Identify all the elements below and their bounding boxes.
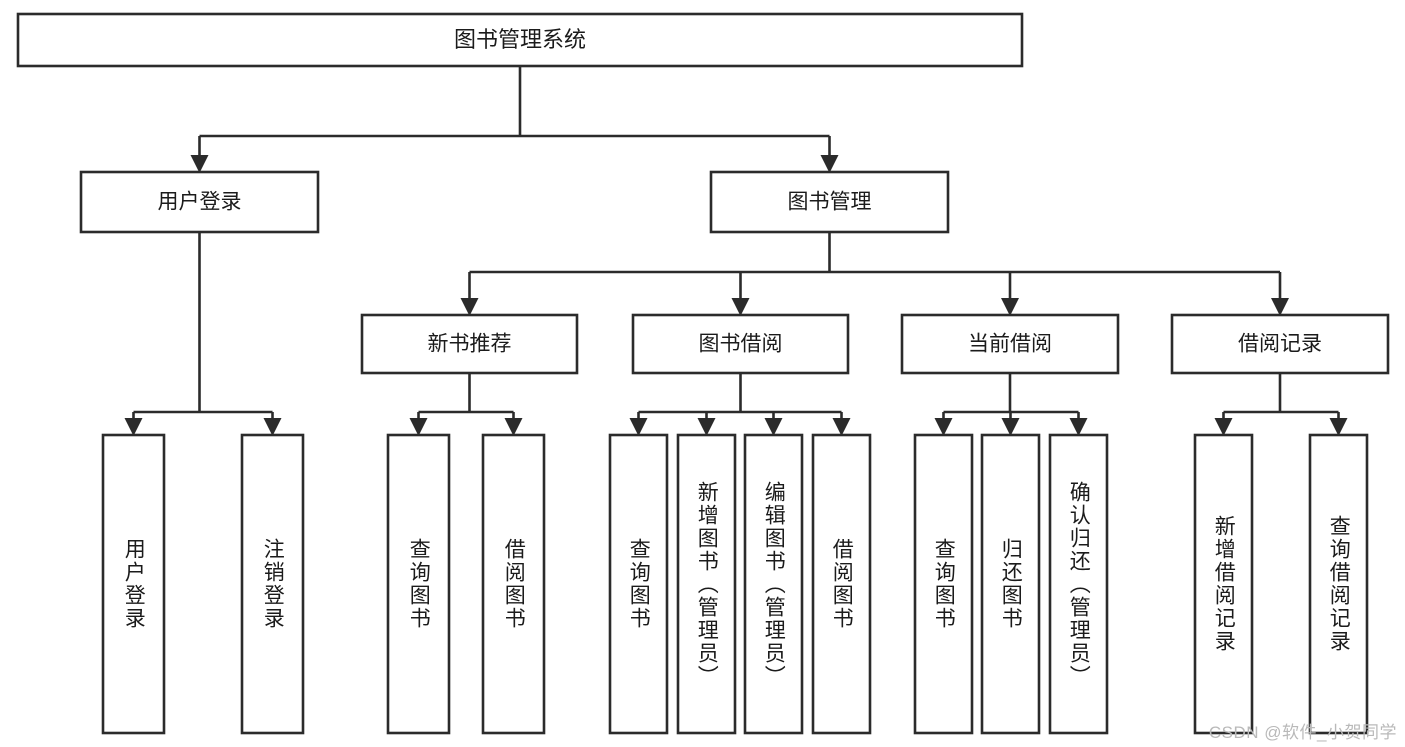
node-box-borrow-records[interactable] [1170, 313, 1390, 375]
new-book-recommend-to-leaves-arrow-head-icon [409, 418, 428, 436]
user-login-to-leaves-arrow-head-icon [263, 418, 282, 436]
root-to-level2-arrow-head-icon [820, 155, 839, 173]
book-borrow-to-leaves-arrow-head-icon [697, 418, 716, 436]
node-box-leaf-query-borrow-record[interactable] [1308, 433, 1369, 735]
node-box-leaf-borrow-book[interactable] [811, 433, 872, 735]
node-box-leaf-query-book-current[interactable] [913, 433, 974, 735]
node-label-book-management: 图书管理 [788, 191, 872, 214]
current-borrow-to-leaves-arrow-head-icon [1001, 418, 1020, 436]
node-box-leaf-edit-book-admin[interactable] [743, 433, 804, 735]
book-borrow-to-leaves-arrow-head-icon [629, 418, 648, 436]
book-management-to-level3-arrow-head-icon [460, 298, 479, 316]
node-label-new-book-recommend: 新书推荐 [428, 333, 512, 356]
current-borrow-to-leaves-arrow-head-icon [1069, 418, 1088, 436]
node-box-book-borrow[interactable] [631, 313, 850, 375]
book-management-to-level3-arrow-head-icon [1271, 298, 1289, 316]
node-label-current-borrow: 当前借阅 [968, 333, 1052, 356]
node-label-borrow-records: 借阅记录 [1238, 333, 1322, 356]
borrow-records-to-leaves-arrow-head-icon [1214, 418, 1233, 436]
node-label-root: 图书管理系统 [454, 27, 586, 52]
node-box-leaf-add-book-admin[interactable] [676, 433, 737, 735]
node-label-user-login: 用户登录 [158, 191, 242, 214]
book-management-to-level3-arrow-head-icon [1001, 298, 1019, 316]
node-label-book-borrow: 图书借阅 [699, 333, 783, 356]
book-borrow-to-leaves-arrow-head-icon [832, 418, 851, 436]
node-box-leaf-logout-login[interactable] [240, 433, 305, 735]
node-box-root[interactable] [16, 12, 1024, 68]
node-box-leaf-borrow-book-recommend[interactable] [481, 433, 546, 735]
node-box-leaf-user-login[interactable] [101, 433, 166, 735]
node-box-leaf-return-book[interactable] [980, 433, 1041, 735]
current-borrow-to-leaves-arrow-head-icon [934, 418, 953, 436]
watermark-text: CSDN @软件_小贺同学 [1208, 723, 1397, 742]
node-box-book-management[interactable] [709, 170, 950, 234]
node-box-layer [16, 12, 1390, 735]
new-book-recommend-to-leaves-arrow-head-icon [504, 418, 523, 436]
connector-layer [124, 66, 1348, 436]
user-login-to-leaves-arrow-head-icon [124, 418, 143, 436]
node-box-current-borrow[interactable] [900, 313, 1120, 375]
node-box-leaf-confirm-return-admin[interactable] [1048, 433, 1109, 735]
node-box-leaf-query-book-recommend[interactable] [386, 433, 451, 735]
book-borrow-to-leaves-arrow-head-icon [764, 418, 783, 436]
node-box-user-login[interactable] [79, 170, 320, 234]
node-box-leaf-query-book-borrow[interactable] [608, 433, 669, 735]
borrow-records-to-leaves-arrow-head-icon [1329, 418, 1348, 436]
book-management-to-level3-arrow-head-icon [731, 298, 750, 316]
node-box-leaf-add-borrow-record[interactable] [1193, 433, 1254, 735]
root-to-level2-arrow-head-icon [190, 155, 209, 173]
node-box-new-book-recommend[interactable] [360, 313, 579, 375]
